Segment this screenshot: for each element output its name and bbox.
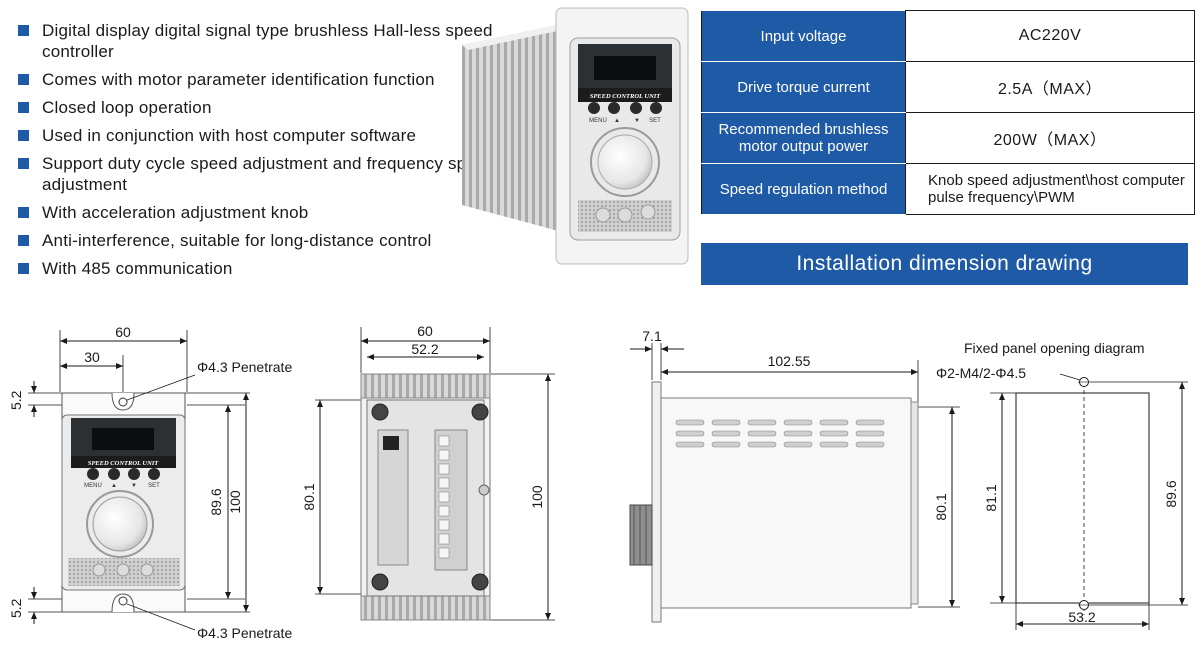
product-image: SPEED CONTROL UNIT MENU ▲ ▼ SET	[462, 7, 689, 265]
section-banner: Installation dimension drawing	[701, 243, 1188, 285]
dim-side-height: 80.1	[933, 493, 949, 520]
hole-label-top: Φ4.3 Penetrate	[197, 359, 292, 375]
panel-title-drawing: SPEED CONTROL UNIT	[88, 460, 160, 467]
dim-bottom-offset: 5.2	[8, 598, 24, 618]
drawing-side-view	[629, 343, 960, 623]
dim-length: 102.55	[768, 353, 811, 369]
bullet-icon	[18, 102, 29, 113]
spec-label: Speed regulation method	[701, 163, 906, 215]
bullet-icon	[18, 25, 29, 36]
down-label-drawing: ▼	[131, 483, 137, 489]
table-row: Recommended brushless motor output power…	[701, 112, 1195, 164]
feature-item: With 485 communication	[18, 258, 498, 279]
dim-opening-width: 53.2	[1068, 609, 1095, 625]
dim-width: 60	[115, 324, 131, 340]
menu-label: MENU	[589, 118, 607, 124]
spec-value: AC220V	[905, 10, 1195, 62]
spec-value: 200W（MAX）	[905, 112, 1195, 164]
set-label-drawing: SET	[148, 483, 160, 489]
feature-item: Digital display digital signal type brus…	[18, 20, 498, 62]
dim-half-width: 30	[84, 349, 100, 365]
feature-item: Anti-interference, suitable for long-dis…	[18, 230, 498, 251]
dim-back-inner-height: 80.1	[301, 483, 317, 510]
spec-value: 2.5A（MAX）	[905, 61, 1195, 113]
bullet-icon	[18, 130, 29, 141]
bullet-icon	[18, 158, 29, 169]
feature-item: Support duty cycle speed adjustment and …	[18, 153, 498, 195]
bullet-icon	[18, 235, 29, 246]
feature-item: Used in conjunction with host computer s…	[18, 125, 498, 146]
speed-knob	[597, 134, 653, 190]
spec-value: Knob speed adjustment\host computer puls…	[905, 163, 1195, 215]
dim-top-offset: 5.2	[8, 390, 24, 410]
dim-opening-height: 81.1	[983, 484, 999, 511]
dim-hole-spacing: 89.6	[1163, 480, 1179, 507]
dim-flange: 7.1	[642, 328, 662, 344]
up-label: ▲	[614, 118, 620, 124]
hole-label-bottom: Φ4.3 Penetrate	[197, 625, 292, 641]
dim-height: 100	[227, 490, 243, 514]
set-label: SET	[649, 118, 661, 124]
dim-back-inner-width: 52.2	[411, 341, 438, 357]
dim-inner-height: 89.6	[208, 488, 224, 515]
heatsink	[462, 24, 562, 232]
panel-opening-holes: Φ2-M4/2-Φ4.5	[936, 365, 1026, 381]
dim-back-height: 100	[529, 485, 545, 509]
panel-opening-title: Fixed panel opening diagram	[964, 340, 1145, 356]
drawing-front-view: SPEED CONTROL UNIT MENU ▲ ▼ SET	[28, 330, 250, 631]
drawing-panel-opening	[990, 373, 1188, 630]
spec-label: Recommended brushless motor output power	[701, 112, 906, 164]
feature-item: Comes with motor parameter identificatio…	[18, 69, 498, 90]
down-label: ▼	[634, 118, 640, 124]
drawing-back-view	[315, 327, 555, 621]
menu-label-drawing: MENU	[84, 483, 102, 489]
up-label-drawing: ▲	[111, 483, 117, 489]
bullet-icon	[18, 74, 29, 85]
bullet-icon	[18, 263, 29, 274]
dim-back-width: 60	[417, 323, 433, 339]
panel-title: SPEED CONTROL UNIT	[590, 93, 662, 100]
bullet-icon	[18, 207, 29, 218]
feature-list: Digital display digital signal type brus…	[18, 20, 498, 286]
feature-item: With acceleration adjustment knob	[18, 202, 498, 223]
feature-item: Closed loop operation	[18, 97, 498, 118]
